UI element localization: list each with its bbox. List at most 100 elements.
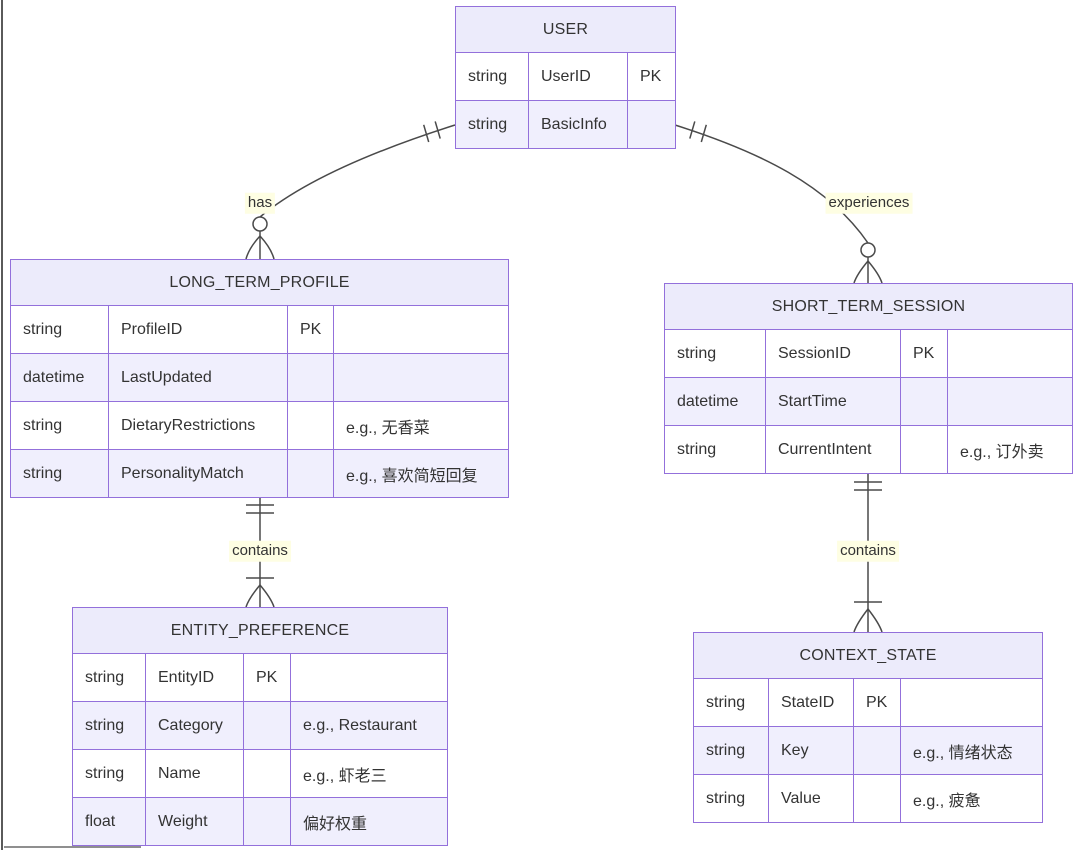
attribute-row: string ProfileID PK bbox=[10, 305, 510, 354]
attr-name-cell: StateID bbox=[768, 678, 854, 727]
attribute-row: string Key e.g., 情绪状态 bbox=[693, 726, 1044, 775]
attribute-row: string PersonalityMatch e.g., 喜欢简短回复 bbox=[10, 449, 510, 498]
attr-type-cell: string bbox=[10, 401, 109, 450]
attr-key-cell bbox=[243, 749, 291, 798]
attr-key-cell bbox=[287, 353, 334, 402]
attribute-row: datetime LastUpdated bbox=[10, 353, 510, 402]
entity-title: CONTEXT_STATE bbox=[692, 632, 1044, 679]
attr-comment-cell bbox=[289, 653, 449, 702]
attribute-row: datetime StartTime bbox=[664, 377, 1074, 426]
attribute-row: string EntityID PK bbox=[72, 653, 449, 702]
attr-name-cell: ProfileID bbox=[108, 305, 288, 354]
attr-name-cell: Category bbox=[145, 701, 244, 750]
attr-comment-cell: e.g., 疲惫 bbox=[899, 774, 1044, 823]
attr-key-cell: PK bbox=[243, 653, 291, 702]
attr-type-cell: string bbox=[72, 653, 146, 702]
attr-comment-cell bbox=[946, 377, 1074, 426]
attr-type-cell: string bbox=[693, 726, 769, 775]
attr-comment-cell bbox=[332, 305, 510, 354]
attr-key-cell bbox=[853, 726, 901, 775]
attr-comment-cell bbox=[899, 678, 1044, 727]
attr-key-cell bbox=[287, 401, 334, 450]
edge-experiences bbox=[674, 121, 883, 284]
attr-name-cell: PersonalityMatch bbox=[108, 449, 288, 498]
attr-name-cell: Name bbox=[145, 749, 244, 798]
attr-name-cell: BasicInfo bbox=[528, 100, 628, 149]
attr-key-cell bbox=[900, 377, 948, 426]
edge-label-has: has bbox=[244, 192, 276, 214]
attr-comment-cell: e.g., 喜欢简短回复 bbox=[332, 449, 510, 498]
attribute-row: string StateID PK bbox=[693, 678, 1044, 727]
entity-header: CONTEXT_STATE bbox=[692, 632, 1044, 679]
attr-type-cell: string bbox=[72, 749, 146, 798]
attr-name-cell: SessionID bbox=[765, 329, 901, 378]
attr-name-cell: UserID bbox=[528, 52, 628, 101]
attr-name-cell: LastUpdated bbox=[108, 353, 288, 402]
window-bottom-edge bbox=[4, 846, 141, 848]
attr-type-cell: string bbox=[693, 678, 769, 727]
attr-comment-cell: e.g., 情绪状态 bbox=[899, 726, 1044, 775]
attr-key-cell: PK bbox=[627, 52, 676, 101]
attr-type-cell: string bbox=[455, 100, 529, 149]
attr-comment-cell: e.g., Restaurant bbox=[289, 701, 449, 750]
attr-type-cell: datetime bbox=[10, 353, 109, 402]
attr-comment-cell bbox=[332, 353, 510, 402]
attr-type-cell: float bbox=[72, 797, 146, 846]
attr-name-cell: Weight bbox=[145, 797, 244, 846]
attr-type-cell: datetime bbox=[664, 377, 766, 426]
entity-header: ENTITY_PREFERENCE bbox=[71, 607, 449, 654]
attr-type-cell: string bbox=[693, 774, 769, 823]
attribute-row: string DietaryRestrictions e.g., 无香菜 bbox=[10, 401, 510, 450]
attr-type-cell: string bbox=[664, 329, 766, 378]
attr-comment-cell: e.g., 无香菜 bbox=[332, 401, 510, 450]
attr-key-cell bbox=[627, 100, 676, 149]
attr-comment-cell bbox=[946, 329, 1074, 378]
entity-title: ENTITY_PREFERENCE bbox=[71, 607, 449, 654]
edge-has bbox=[245, 121, 456, 260]
entity-entity-preference: ENTITY_PREFERENCE string EntityID PK str… bbox=[71, 607, 449, 846]
attr-key-cell bbox=[287, 449, 334, 498]
attribute-row: string Value e.g., 疲惫 bbox=[693, 774, 1044, 823]
entity-header: SHORT_TERM_SESSION bbox=[663, 283, 1074, 330]
attribute-row: string CurrentIntent e.g., 订外卖 bbox=[664, 425, 1074, 474]
entity-short-term-session: SHORT_TERM_SESSION string SessionID PK d… bbox=[663, 283, 1074, 474]
attr-key-cell: PK bbox=[287, 305, 334, 354]
attr-name-cell: Value bbox=[768, 774, 854, 823]
entity-user: USER string UserID PK string BasicInfo bbox=[455, 6, 676, 149]
attr-name-cell: Key bbox=[768, 726, 854, 775]
attribute-row: string UserID PK bbox=[455, 52, 676, 101]
entity-context-state: CONTEXT_STATE string StateID PK string K… bbox=[692, 632, 1044, 823]
entity-title: LONG_TERM_PROFILE bbox=[9, 259, 510, 306]
attr-key-cell bbox=[243, 797, 291, 846]
attr-name-cell: CurrentIntent bbox=[765, 425, 901, 474]
attribute-row: string Name e.g., 虾老三 bbox=[72, 749, 449, 798]
attr-type-cell: string bbox=[10, 305, 109, 354]
attr-type-cell: string bbox=[455, 52, 529, 101]
attribute-row: float Weight 偏好权重 bbox=[72, 797, 449, 846]
attr-key-cell bbox=[853, 774, 901, 823]
attr-key-cell bbox=[900, 425, 948, 474]
attr-comment-cell: e.g., 订外卖 bbox=[946, 425, 1074, 474]
attr-name-cell: DietaryRestrictions bbox=[108, 401, 288, 450]
attribute-row: string Category e.g., Restaurant bbox=[72, 701, 449, 750]
attr-key-cell bbox=[243, 701, 291, 750]
attr-comment-cell: 偏好权重 bbox=[289, 797, 449, 846]
attr-key-cell: PK bbox=[900, 329, 948, 378]
window-left-edge bbox=[1, 0, 3, 850]
edge-label-experiences: experiences bbox=[825, 192, 913, 214]
attr-type-cell: string bbox=[664, 425, 766, 474]
attribute-row: string SessionID PK bbox=[664, 329, 1074, 378]
attr-name-cell: StartTime bbox=[765, 377, 901, 426]
entity-header: USER bbox=[455, 6, 676, 53]
entity-title: SHORT_TERM_SESSION bbox=[663, 283, 1074, 330]
attr-type-cell: string bbox=[10, 449, 109, 498]
entity-long-term-profile: LONG_TERM_PROFILE string ProfileID PK da… bbox=[9, 259, 510, 498]
attr-key-cell: PK bbox=[853, 678, 901, 727]
attr-type-cell: string bbox=[72, 701, 146, 750]
edge-label-contains-right: contains bbox=[837, 540, 899, 562]
edge-label-contains-left: contains bbox=[229, 540, 291, 562]
attr-name-cell: EntityID bbox=[145, 653, 244, 702]
edge-contains-left bbox=[245, 493, 275, 608]
attribute-row: string BasicInfo bbox=[455, 100, 676, 149]
